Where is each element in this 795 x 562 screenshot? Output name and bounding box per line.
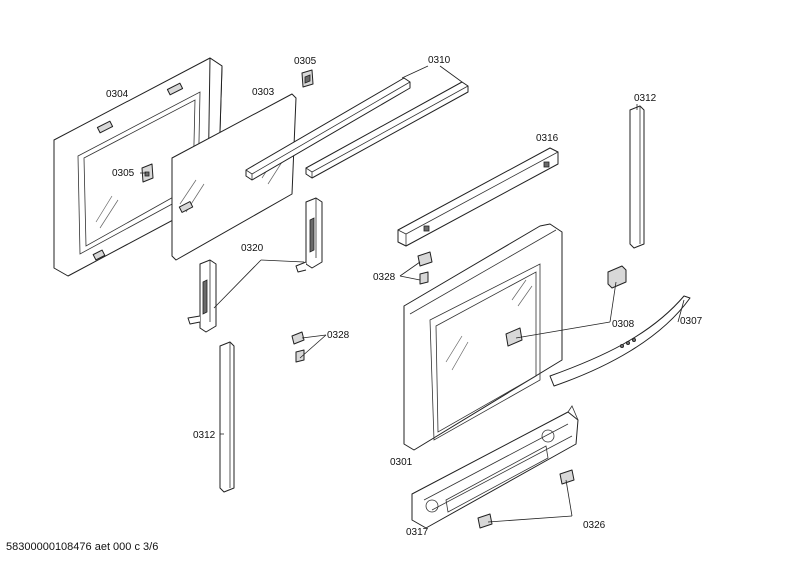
label-0303: 0303 <box>252 87 275 98</box>
label-0328-right: 0328 <box>373 272 396 283</box>
part-0308-block <box>607 265 627 289</box>
label-0312-right: 0312 <box>634 93 657 104</box>
label-0316: 0316 <box>536 133 559 144</box>
part-0305-clip-lower <box>141 163 154 183</box>
part-0307-handle <box>549 295 691 387</box>
label-0305-left: 0305 <box>112 168 135 179</box>
label-0328-left: 0328 <box>327 330 350 341</box>
label-0320: 0320 <box>241 243 264 254</box>
label-0312-left: 0312 <box>193 430 216 441</box>
part-0312-strip-right <box>629 105 645 249</box>
label-0305-top: 0305 <box>294 56 317 67</box>
drawing-reference-number: 58300000108476 aet 000 c 3/6 <box>6 541 159 553</box>
part-0326-clips <box>477 469 575 529</box>
label-0308: 0308 <box>612 319 635 330</box>
label-0304: 0304 <box>106 89 129 100</box>
part-0317-bottom-frame <box>411 405 579 529</box>
label-0326: 0326 <box>583 520 606 531</box>
label-0310: 0310 <box>428 55 451 66</box>
part-0305-clip-upper <box>301 69 314 88</box>
part-0301-inner-door <box>403 223 563 451</box>
label-0307: 0307 <box>680 316 703 327</box>
part-0320-bracket-right <box>295 197 323 273</box>
part-0320-bracket-left <box>187 259 217 333</box>
part-0316-top-bar <box>397 147 559 247</box>
label-0301: 0301 <box>390 457 413 468</box>
label-0317: 0317 <box>406 527 429 538</box>
part-0328-clips-right <box>417 251 433 285</box>
part-0310-strip-upper <box>245 77 411 181</box>
part-0312-strip-left <box>219 341 235 493</box>
leader-lines <box>140 65 685 523</box>
part-0328-clips-left <box>291 331 305 363</box>
